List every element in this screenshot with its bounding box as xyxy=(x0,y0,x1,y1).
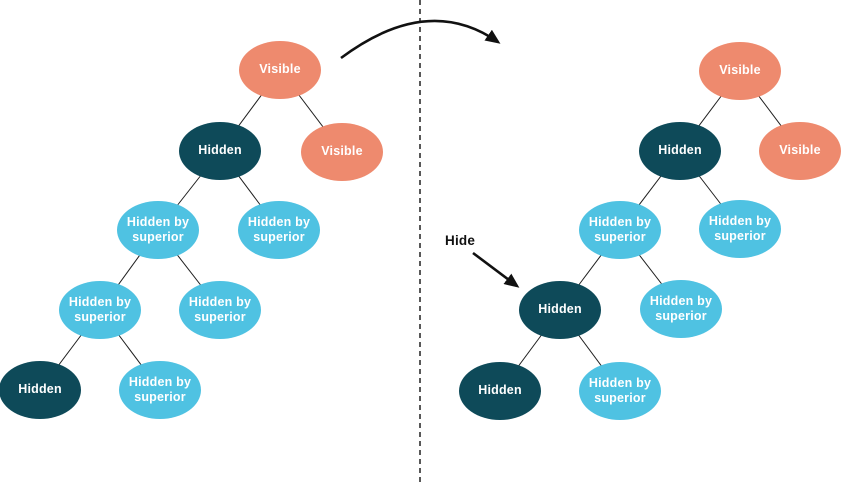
tree-node: Hidden by superior xyxy=(117,201,199,259)
tree-node: Hidden by superior xyxy=(179,281,261,339)
tree-node: Hidden by superior xyxy=(640,280,722,338)
tree-node: Hidden by superior xyxy=(699,200,781,258)
hide-annotation-label: Hide xyxy=(445,233,476,248)
tree-node: Hidden xyxy=(639,122,721,180)
tree-node: Hidden xyxy=(0,361,81,419)
tree-node: Hidden by superior xyxy=(579,362,661,420)
tree-node: Visible xyxy=(239,41,321,99)
tree-node: Hidden xyxy=(519,281,601,339)
hide-arrow-icon xyxy=(472,251,520,288)
tree-node: Hidden by superior xyxy=(59,281,141,339)
tree-node: Hidden by superior xyxy=(579,201,661,259)
tree-node: Visible xyxy=(699,42,781,100)
tree-node: Hidden by superior xyxy=(238,201,320,259)
tree-node: Hidden xyxy=(459,362,541,420)
tree-node: Hidden xyxy=(179,122,261,180)
tree-node: Visible xyxy=(759,122,841,180)
tree-node: Visible xyxy=(301,123,383,181)
tree-node: Hidden by superior xyxy=(119,361,201,419)
transition-arrow-icon xyxy=(340,19,501,60)
